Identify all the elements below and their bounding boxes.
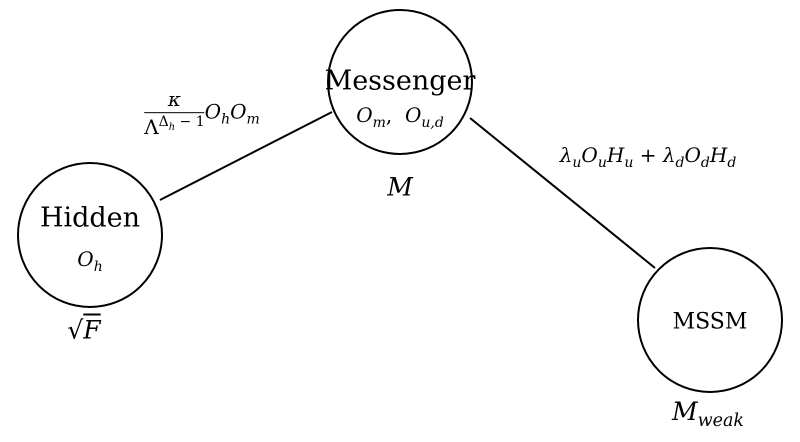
node-mssm-circle [637, 247, 783, 393]
node-messenger-title: Messenger [324, 65, 476, 97]
edge-hidden-messenger [159, 111, 333, 201]
coupling-fraction: κ ΛΔh − 1 [144, 87, 205, 139]
edge-label-hidden-messenger: κ ΛΔh − 1 OhOm [144, 87, 260, 139]
node-mssm-scale: Mweak [672, 397, 744, 431]
node-hidden-title: Hidden [39, 202, 141, 234]
node-hidden-operator: Oh [77, 247, 103, 275]
node-hidden-scale: √F [67, 315, 101, 345]
node-messenger-scale: M [387, 172, 413, 202]
node-messenger-operators: Om, Ou,d [356, 103, 444, 131]
edge-label-messenger-mssm: λuOuHu + λdOdHd [559, 143, 737, 171]
node-messenger-circle [327, 9, 473, 155]
node-mssm-title: MSSM [672, 309, 748, 335]
node-hidden-circle [17, 162, 163, 308]
edge-messenger-mssm [469, 117, 656, 269]
